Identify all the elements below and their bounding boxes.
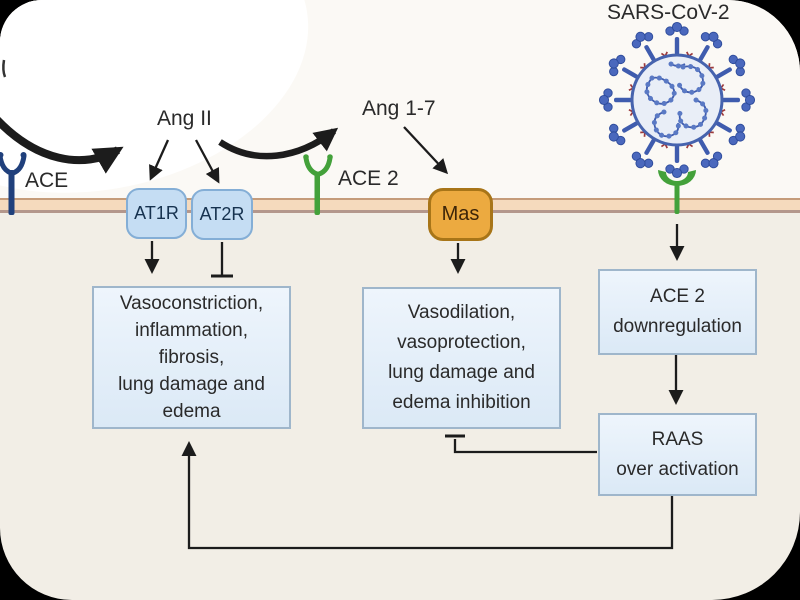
ang-1-7-label: Ang 1-7 [362, 97, 436, 120]
sars-cov-2-label: SARS-CoV-2 [607, 1, 730, 24]
ang-ii-label: Ang II [157, 107, 212, 130]
vasoconstriction-effects-box: Vasoconstriction, inflammation, fibrosis… [92, 286, 291, 429]
vasodilation-effects-box: Vasodilation, vasoprotection, lung damag… [362, 287, 561, 429]
raas-inhibition-line [445, 434, 597, 454]
ace2-downregulation-box: ACE 2 downregulation [598, 269, 757, 355]
at1r-receptor: AT1R [126, 188, 187, 239]
at2r-receptor: AT2R [191, 189, 253, 240]
raas-overactivation-box: RAAS over activation [598, 413, 757, 496]
ace2-label: ACE 2 [338, 167, 399, 190]
at2r-inhibition-bar [211, 242, 233, 278]
cell-membrane [0, 198, 800, 213]
ace-label: ACE [25, 169, 69, 192]
mas-receptor: Mas [428, 188, 493, 241]
